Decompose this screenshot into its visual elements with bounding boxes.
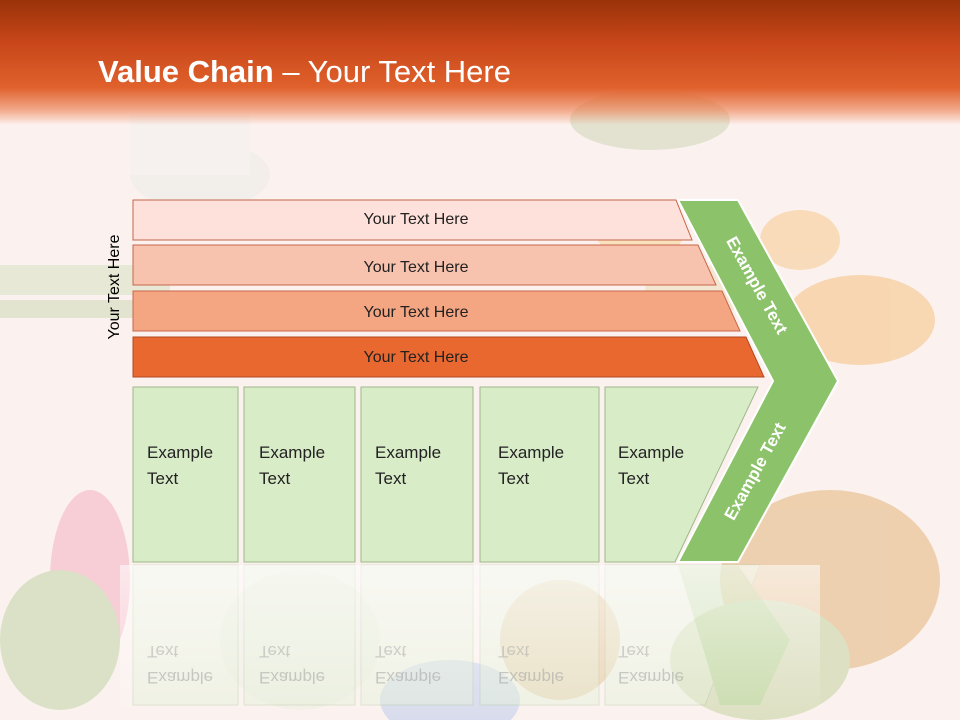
box-2 [243, 386, 356, 563]
box-4 [479, 386, 600, 563]
box-2-line1: Example [259, 443, 325, 462]
title-rest: – Your Text Here [273, 54, 511, 89]
bar-1-label: Your Text Here [364, 211, 469, 228]
title-bold: Value Chain [98, 54, 274, 89]
bar-2 [132, 244, 717, 286]
box-3-line2: Text [375, 469, 406, 488]
box-3 [360, 386, 474, 563]
box-5-line2: Text [618, 469, 649, 488]
bar-3 [132, 290, 741, 332]
box-1-line1: Example [147, 443, 213, 462]
bar-4 [132, 336, 765, 378]
box-5 [604, 386, 759, 563]
reflection-fade [120, 565, 820, 720]
title-bar [0, 0, 960, 125]
chevron-arrow [676, 199, 840, 563]
bar-2-label: Your Text Here [364, 259, 469, 276]
box-5-line1: Example [618, 443, 684, 462]
box-2-line2: Text [259, 469, 290, 488]
box-3-line1: Example [375, 443, 441, 462]
bar-3-label: Your Text Here [364, 304, 469, 321]
bar-1 [132, 199, 693, 241]
box-1 [132, 386, 239, 563]
bar-4-label: Your Text Here [364, 349, 469, 366]
box-4-line2: Text [498, 469, 529, 488]
slide-title: Value Chain – Your Text Here [98, 54, 511, 90]
box-4-line1: Example [498, 443, 564, 462]
box-1-line2: Text [147, 469, 178, 488]
